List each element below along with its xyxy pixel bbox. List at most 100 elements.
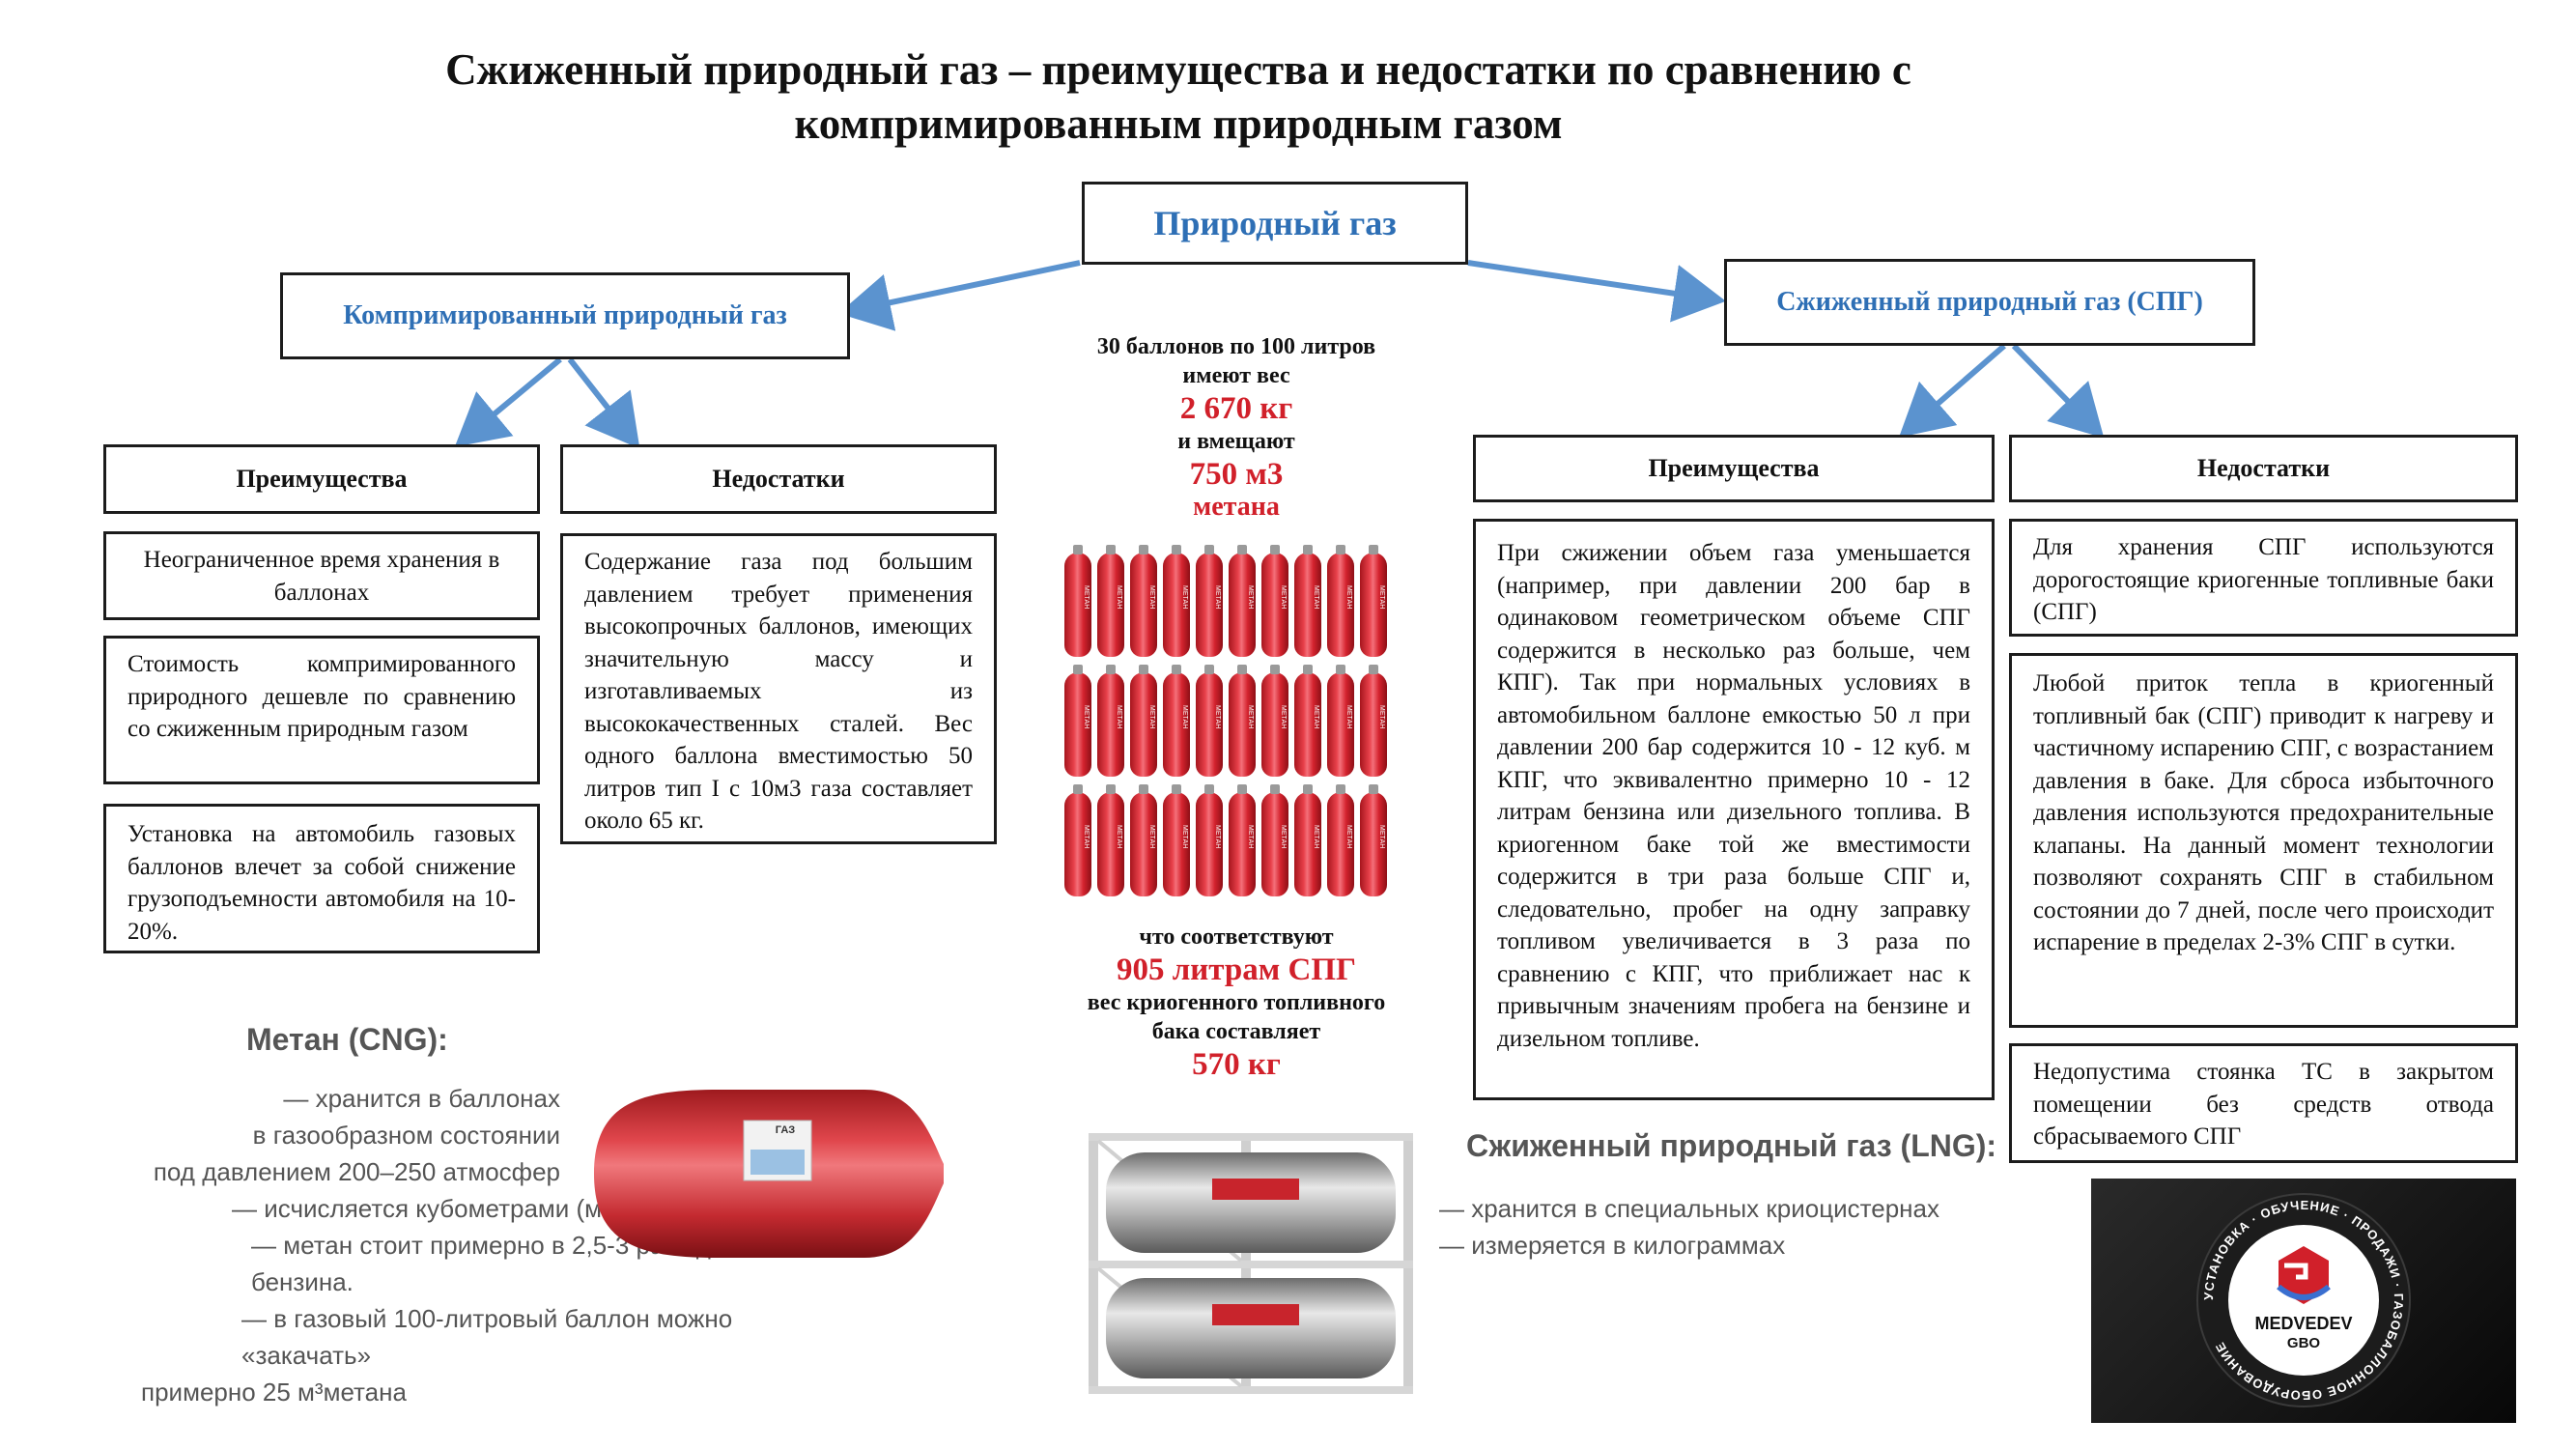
cng-title-box: Компримированный природный газ xyxy=(280,272,850,359)
methane-cylinder-label: МЕТАН xyxy=(1214,825,1221,849)
methane-cylinder-label: МЕТАН xyxy=(1378,705,1385,729)
cylinders-weight-caption: 30 баллонов по 100 литров имеют вес xyxy=(1096,334,1376,388)
lng-con-item: Любой приток тепла в криогенный топливны… xyxy=(2009,653,2518,1028)
cng-pros-header: Преимущества xyxy=(103,444,540,514)
lng-con-item: Для хранения СПГ используются дорогостоя… xyxy=(2009,519,2518,637)
lng-cons-header-label: Недостатки xyxy=(2196,454,2331,482)
lng-con-text: Недопустима стоянка ТС в закрытом помеще… xyxy=(2033,1059,2494,1150)
cng-info-item: примерно 25 м³метана xyxy=(141,1378,407,1406)
cng-tank-label: ГАЗ xyxy=(775,1124,796,1136)
arrow-cng-to-pros xyxy=(454,356,562,447)
cng-pro-text: Стоимость компримированного природного д… xyxy=(127,651,516,742)
methane-cylinder: МЕТАН xyxy=(1327,784,1354,896)
lng-con-text: Для хранения СПГ используются дорогостоя… xyxy=(2033,534,2494,625)
methane-cylinder-label: МЕТАН xyxy=(1247,825,1254,849)
cng-info-list: — хранится в баллонах в газообразном сос… xyxy=(87,1080,560,1190)
cng-info-item: — исчисляется кубометрами (м³) xyxy=(232,1194,619,1223)
methane-cylinder-label: МЕТАН xyxy=(1181,585,1188,610)
root-label: Природный газ xyxy=(1153,204,1397,242)
methane-cylinder: МЕТАН xyxy=(1294,784,1321,896)
methane-cylinder: МЕТАН xyxy=(1294,545,1321,657)
methane-cylinder: МЕТАН xyxy=(1064,545,1091,657)
cng-cons-header-label: Недостатки xyxy=(712,465,845,493)
methane-cylinder: МЕТАН xyxy=(1130,784,1157,896)
methane-cylinder: МЕТАН xyxy=(1064,665,1091,777)
cng-pros-header-label: Преимущества xyxy=(236,465,408,493)
methane-cylinder-label: МЕТАН xyxy=(1313,585,1319,610)
methane-cylinder-label: МЕТАН xyxy=(1148,705,1155,729)
cylinders-weight-value: 2 670 кг xyxy=(1179,391,1293,426)
methane-cylinder: МЕТАН xyxy=(1196,784,1223,896)
methane-cylinder: МЕТАН xyxy=(1261,545,1288,657)
methane-cylinder: МЕТАН xyxy=(1360,545,1387,657)
page-title: Сжиженный природный газ – преимущества и… xyxy=(445,45,1911,148)
methane-cylinder: МЕТАН xyxy=(1064,784,1091,896)
methane-cylinder-label: МЕТАН xyxy=(1083,825,1090,849)
methane-cylinder: МЕТАН xyxy=(1229,545,1256,657)
lng-pros-header: Преимущества xyxy=(1473,435,1995,502)
lng-pro-item: При сжижении объем газа уменьшается (нап… xyxy=(1473,519,1995,1100)
cylinders-gas-label: метана xyxy=(1193,492,1280,522)
methane-cylinder-label: МЕТАН xyxy=(1148,825,1155,849)
cng-title: Компримированный природный газ xyxy=(343,300,787,330)
methane-cylinder-label: МЕТАН xyxy=(1181,705,1188,729)
lng-equivalent-value: 905 литрам СПГ xyxy=(1117,952,1356,987)
cng-pro-text: Установка на автомобиль газовых баллонов… xyxy=(127,821,516,945)
methane-cylinder: МЕТАН xyxy=(1130,665,1157,777)
methane-cylinder: МЕТАН xyxy=(1163,545,1190,657)
methane-cylinder: МЕТАН xyxy=(1360,784,1387,896)
methane-cylinder-label: МЕТАН xyxy=(1378,825,1385,849)
lng-con-text: Любой приток тепла в криогенный топливны… xyxy=(2033,670,2494,955)
cylinders-contain-caption: и вмещают xyxy=(1177,429,1295,454)
methane-cylinder: МЕТАН xyxy=(1360,665,1387,777)
methane-cylinder-label: МЕТАН xyxy=(1345,585,1352,610)
arrow-root-to-cng xyxy=(838,260,1081,331)
methane-cylinder-label: МЕТАН xyxy=(1280,825,1287,849)
lng-equivalent-caption: что соответствуют xyxy=(1139,924,1334,950)
lng-title-box: Сжиженный природный газ (СПГ) xyxy=(1724,259,2255,346)
methane-cylinder: МЕТАН xyxy=(1261,665,1288,777)
methane-cylinder: МЕТАН xyxy=(1327,545,1354,657)
methane-cylinder-label: МЕТАН xyxy=(1181,825,1188,849)
lng-con-item: Недопустима стоянка ТС в закрытом помеще… xyxy=(2009,1043,2518,1163)
arrow-lng-to-cons xyxy=(2011,343,2105,439)
logo-emblem: УСТАНОВКА · ОБУЧЕНИЕ · ПРОДАЖИ · ГАЗОБАЛ… xyxy=(2196,1193,2411,1407)
methane-cylinder-label: МЕТАН xyxy=(1345,825,1352,849)
methane-cylinder-label: МЕТАН xyxy=(1378,585,1385,610)
cng-info-item: под давлением 200–250 атмосфер xyxy=(153,1157,560,1186)
cng-con-item: Содержание газа под большим давлением тр… xyxy=(560,533,997,844)
lng-tank-weight-caption: вес криогенного топливного бака составля… xyxy=(1087,990,1386,1044)
methane-cylinder-label: МЕТАН xyxy=(1214,705,1221,729)
methane-cylinder-label: МЕТАН xyxy=(1313,705,1319,729)
lng-info-list: — хранится в специальных криоцистернах —… xyxy=(1439,1190,1939,1264)
methane-cylinder: МЕТАН xyxy=(1229,665,1256,777)
cng-info-item: — в газовый 100-литровый баллон можно «з… xyxy=(241,1304,733,1370)
methane-cylinder: МЕТАН xyxy=(1130,545,1157,657)
methane-cylinder: МЕТАН xyxy=(1097,545,1124,657)
arrow-root-to-lng xyxy=(1467,260,1726,323)
cng-pro-item: Стоимость компримированного природного д… xyxy=(103,636,540,784)
cng-pro-text: Неограниченное время хранения в баллонах xyxy=(143,547,500,606)
methane-cylinder-label: МЕТАН xyxy=(1083,705,1090,729)
cng-cylinder-image xyxy=(594,1090,944,1258)
logo-sub: GBO xyxy=(2286,1335,2321,1351)
lng-title: Сжиженный природный газ (СПГ) xyxy=(1776,287,2203,317)
methane-cylinder: МЕТАН xyxy=(1196,665,1223,777)
cng-pro-item: Установка на автомобиль газовых баллонов… xyxy=(103,804,540,953)
cryogenic-tank-image xyxy=(1089,1133,1413,1394)
methane-cylinder: МЕТАН xyxy=(1294,665,1321,777)
methane-cylinder-label: МЕТАН xyxy=(1345,705,1352,729)
cng-pro-item: Неограниченное время хранения в баллонах xyxy=(103,531,540,620)
methane-cylinder-label: МЕТАН xyxy=(1313,825,1319,849)
methane-cylinder: МЕТАН xyxy=(1163,784,1190,896)
cylinders-volume-value: 750 м3 xyxy=(1189,457,1284,492)
cng-con-text: Содержание газа под большим давлением тр… xyxy=(584,549,973,834)
root-box: Природный газ xyxy=(1082,182,1468,265)
cng-cons-header: Недостатки xyxy=(560,444,997,514)
arrow-cng-to-cons xyxy=(567,357,640,449)
methane-cylinder-label: МЕТАН xyxy=(1214,585,1221,610)
lng-tank-weight-value: 570 кг xyxy=(1192,1047,1281,1082)
methane-cylinder-label: МЕТАН xyxy=(1116,585,1122,610)
middle-facts-top: 30 баллонов по 100 литров имеют вес 2 67… xyxy=(1096,332,1376,522)
